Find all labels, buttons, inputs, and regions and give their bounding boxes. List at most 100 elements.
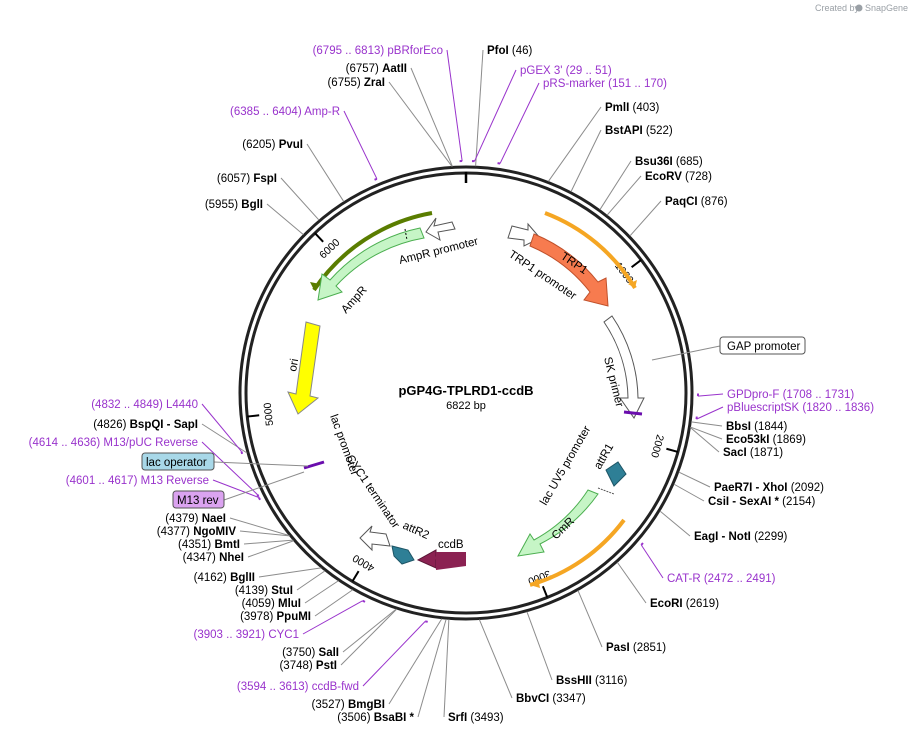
ampr-inner-mark: [404, 228, 408, 241]
ampr-gene-bar-head: [310, 282, 320, 290]
site-coord: (3347): [549, 693, 586, 705]
cmr-gene-bar-head: [530, 578, 540, 588]
site-leader-ngomiv: [239, 530, 290, 537]
site-name: MluI: [278, 598, 301, 610]
cmr-arrow: [517, 489, 599, 557]
primer-leader: [212, 479, 260, 499]
primer-mark: [257, 497, 261, 501]
site-leader-sali: [342, 608, 397, 653]
site-label: PasI (2851): [606, 642, 666, 654]
feature-label-sk-primer: SK primer: [601, 356, 625, 409]
trp1-gene-bar-head: [628, 280, 637, 288]
site-coord: (2154): [779, 496, 816, 508]
site-label: (3748) PstI: [279, 660, 337, 672]
site-label: (5955) BglI: [205, 199, 263, 211]
site-label: BssHII (3116): [556, 675, 628, 687]
site-label: PaeR7I - XhoI (2092): [714, 482, 824, 494]
site-leader-bmgbi: [388, 618, 443, 705]
site-leader-mlui: [304, 580, 339, 604]
site-label: (4347) NheI: [183, 552, 244, 564]
trp1-arrow: [529, 233, 609, 307]
site-coord: (6757): [346, 63, 382, 75]
site-name: EcoRV: [645, 171, 682, 183]
site-coord: (1869): [769, 434, 806, 446]
trp1-gene-bar: [544, 211, 637, 290]
site-label: SacI (1871): [723, 447, 783, 459]
attr1-hatch: [597, 487, 615, 495]
primer-label: CAT-R (2472 .. 2491): [667, 573, 776, 585]
site-label: (3750) SalI: [282, 647, 339, 659]
m13-rev-label: M13 rev: [177, 495, 219, 507]
site-leader-zrai: [388, 81, 453, 167]
site-coord: (4351): [178, 539, 214, 551]
lac-operator-leader: [213, 461, 309, 467]
plasmid-backbone: [238, 165, 694, 621]
site-label: (4379) NaeI: [165, 513, 226, 525]
site-coord: (1844): [751, 421, 788, 433]
site-leader-naei: [229, 517, 290, 537]
site-label: BstAPI (522): [605, 125, 673, 137]
feature-label-ori: ori: [287, 358, 301, 373]
site-leader-srfi: [443, 619, 450, 718]
site-coord: (4139): [235, 585, 271, 597]
site-name: NheI: [219, 552, 244, 564]
site-leader-nhei: [247, 540, 294, 558]
primer-label: (3594 .. 3613) ccdB-fwd: [237, 681, 359, 693]
site-coord: (3506): [337, 712, 373, 724]
site-coord: (2851): [630, 642, 667, 654]
tick-3000: [541, 585, 549, 598]
site-leader-bbvci: [478, 619, 513, 699]
snapgene-logo-icon: [855, 4, 863, 12]
site-coord: (3527): [312, 699, 348, 711]
feature-label-ccdb: ccdB: [438, 539, 464, 551]
site-leader-csii: [673, 483, 705, 502]
ampr-arrow: [317, 227, 425, 301]
plasmid-name: pGP4G-TPLRD1-ccdB: [398, 383, 533, 398]
lac-operator-box: [141, 452, 215, 471]
cyc1-terminator-arrow: [359, 525, 391, 552]
site-label: (6755) ZraI: [327, 77, 385, 89]
site-coord: (3493): [467, 712, 504, 724]
site-coord: (6205): [242, 139, 278, 151]
primer-label: (4614 .. 4636) M13/pUC Reverse: [29, 437, 198, 449]
sk-primer-arrow: [603, 315, 645, 419]
site-label: PaqCI (876): [665, 196, 728, 208]
credit: Created by SnapGene: [815, 3, 908, 13]
primer-leader: [640, 544, 664, 579]
site-name: PaqCI: [665, 196, 698, 208]
site-coord: (4826): [93, 419, 129, 431]
primer-mark: [240, 451, 244, 455]
site-leader-bsabi: [417, 618, 447, 718]
primer-leader: [697, 393, 724, 397]
site-coord: (403): [629, 102, 659, 114]
primer-leader: [474, 69, 517, 162]
site-coord: (2092): [788, 482, 825, 494]
site-label: (3527) BmgBI: [312, 699, 386, 711]
ori-arrow: [287, 321, 321, 415]
site-label: (6757) AatII: [346, 63, 407, 75]
primer-label: pGEX 3' (29 .. 51): [520, 65, 612, 77]
site-name: PstI: [316, 660, 337, 672]
primer-label: (3903 .. 3921) CYC1: [194, 629, 299, 641]
primer-leader: [362, 621, 426, 687]
primer-labels: (6795 .. 6813) pBRforEco pGEX 3' (29 .. 5…: [29, 45, 875, 693]
site-name: PfoI: [487, 45, 509, 57]
site-name: NaeI: [202, 513, 226, 525]
sk-primer-mark: [623, 410, 643, 416]
site-label: BbvCI (3347): [516, 693, 586, 705]
primer-label: (4601 .. 4617) M13 Reverse: [66, 475, 209, 487]
site-leader-bmti: [243, 539, 294, 545]
site-leader-saci: [690, 427, 720, 453]
site-name: CsiI - SexAI *: [708, 496, 779, 508]
site-coord: (3748): [279, 660, 315, 672]
primer-label: (6795 .. 6813) pBRforEco: [313, 45, 443, 57]
site-name: PaeR7I - XhoI: [714, 482, 788, 494]
site-coord: (3750): [282, 647, 318, 659]
site-label: EcoRI (2619): [650, 598, 719, 610]
site-leader-paqci: [629, 200, 662, 237]
site-label: (4139) StuI: [235, 585, 293, 597]
site-leader-pasi: [577, 590, 603, 648]
tick-2000: [666, 447, 679, 453]
site-coord: (4162): [194, 572, 230, 584]
